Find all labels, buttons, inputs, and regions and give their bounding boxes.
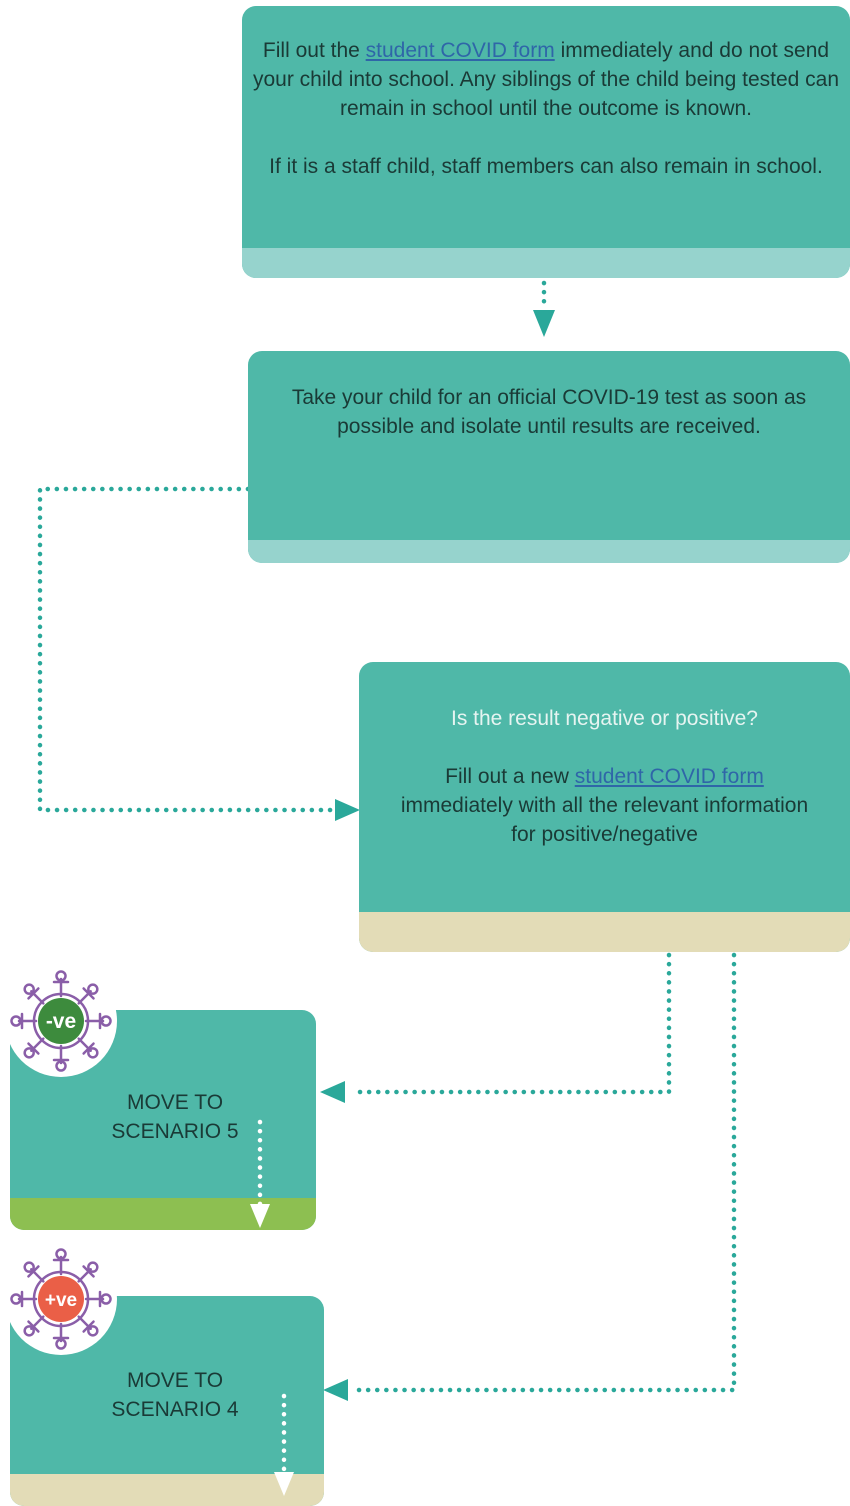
arrow-down-to-box2 [533,310,555,337]
step-box-fill-form: Fill out the student COVID form immediat… [242,6,850,278]
down-arrow-positive [274,1393,294,1496]
fill-form-paragraph: Fill out the student COVID form immediat… [246,36,846,123]
arrow-left-to-negative [320,1081,345,1103]
step-box-result-question: Is the result negative or positive? Fill… [359,662,850,952]
connector-box3-to-negative [357,952,672,1095]
move-to-label: MOVE TO [126,1369,224,1392]
step-box-take-test: Take your child for an official COVID-19… [248,351,850,563]
arrow-right-to-box3 [335,799,360,821]
arrow-left-to-positive [323,1379,348,1401]
virus-icon: +ve [5,1243,117,1355]
positive-badge-label: +ve [45,1290,77,1311]
negative-badge-label: -ve [46,1010,76,1033]
virus-icon: -ve [5,965,117,1077]
take-test-text: Take your child for an official COVID-19… [291,386,807,438]
scenario-label: SCENARIO 5 [111,1120,239,1143]
student-covid-form-link[interactable]: student COVID form [365,39,555,62]
result-question-text: Is the result negative or positive? [450,707,758,730]
step-box-fill-form-text: Fill out the student COVID form immediat… [242,36,850,181]
staff-child-paragraph: If it is a staff child, staff members ca… [269,155,823,178]
positive-result-badge: +ve [0,1238,122,1360]
connector-box3-to-positive [352,952,737,1393]
negative-outcome-text: MOVE TO SCENARIO 5 [20,1088,316,1146]
scenario-label: SCENARIO 4 [111,1398,239,1421]
box-footer [242,248,850,278]
fill-form-text-post: immediately and do not send your child i… [252,39,840,120]
result-form-paragraph: Fill out a new student COVID form immedi… [359,762,850,849]
move-to-label: MOVE TO [126,1091,224,1114]
fill-form-text-pre: Fill out the [262,39,360,62]
down-arrow-negative [250,1119,270,1228]
result-form-text-post: immediately with all the relevant inform… [400,794,809,846]
negative-outcome-box: MOVE TO SCENARIO 5 [10,1010,316,1230]
result-form-text-pre: Fill out a new [445,765,569,788]
box-footer [248,540,850,563]
new-student-covid-form-link[interactable]: student COVID form [574,765,764,788]
positive-outcome-text: MOVE TO SCENARIO 4 [20,1366,324,1424]
box-footer [359,912,850,952]
negative-result-badge: -ve [0,960,122,1082]
